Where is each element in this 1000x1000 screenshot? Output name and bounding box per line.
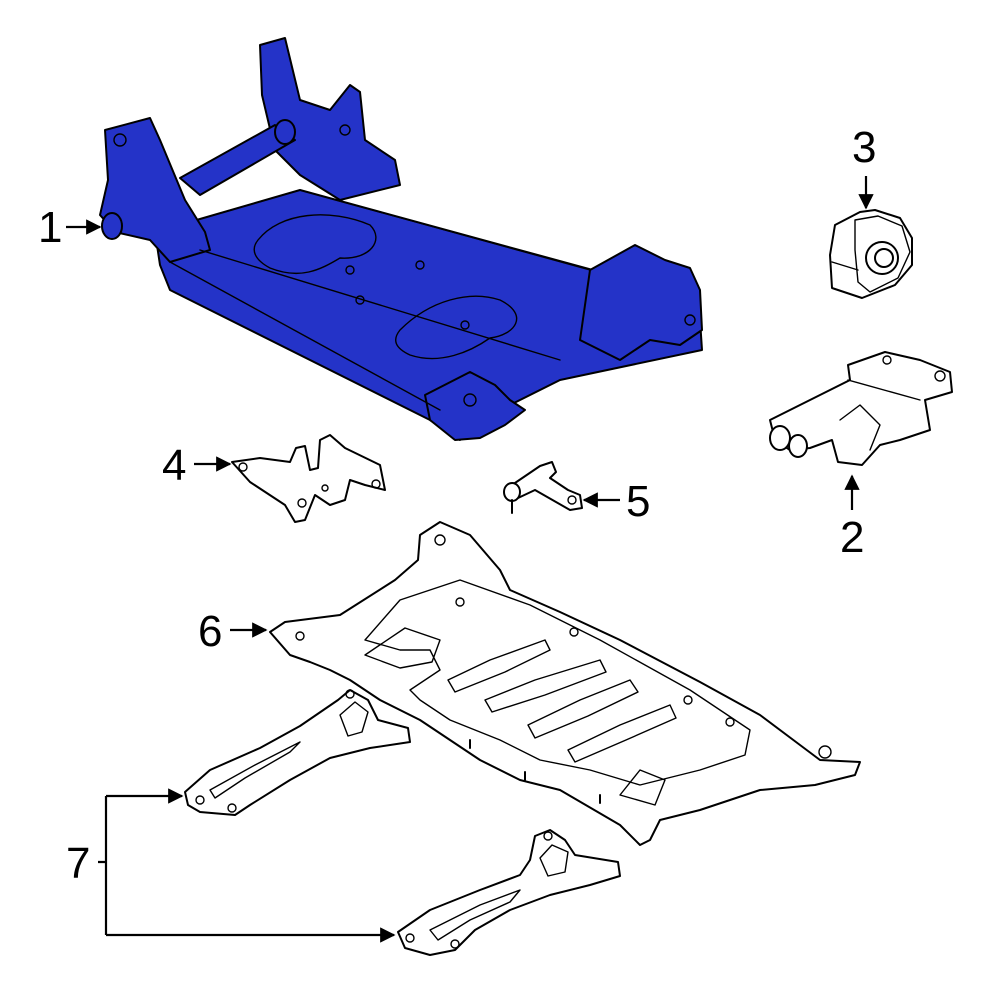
shield-hole [569,627,579,637]
skid-plate-lower-hole [543,831,553,841]
cradle-edge-line-2 [169,261,441,411]
cradle-tube-end [101,212,123,240]
mount-2-edge [847,379,921,401]
part-7-skid-plate-upper[interactable] [184,689,411,816]
shield-slot [364,627,441,669]
callout-1: 1 [38,203,62,252]
part-6-splash-shield[interactable] [269,521,861,846]
cradle-hole [460,320,470,330]
cradle-front-bracket [424,371,526,441]
skid-plate-lower-hole [405,933,415,943]
skid-plate-upper-hole [345,689,355,699]
callout-4: 4 [162,441,186,490]
part-5-link-bracket[interactable] [503,461,583,514]
skid-plate-upper-hole [227,803,237,813]
bracket-4-hole [371,479,381,489]
cradle-hole [339,124,351,136]
shield-outline [269,521,861,846]
skid-plate-upper-rib [209,741,301,799]
skid-plate-lower-rib [429,889,521,941]
shield-hole [818,745,832,759]
mount-2-hole [934,370,946,382]
cradle-panel-cutout-1 [253,214,377,275]
cradle-tube-end-top [274,119,296,145]
bracket-4-hole [321,484,329,492]
shield-slot [447,639,551,693]
mount-2-body [769,351,953,466]
cradle-right-rail [579,244,703,361]
mount-2-cylinder [788,434,808,458]
cradle-edge-line-3 [299,189,591,271]
shield-hole [434,534,446,546]
callout-6: 6 [198,607,222,656]
callout-7: 7 [66,839,90,888]
link-5-hole [567,495,577,505]
shield-hole [683,695,693,705]
bushing-face [854,215,911,293]
bracket-4-body [231,434,386,523]
mount-2-edge [839,404,881,451]
cradle-hole [463,393,477,407]
mount-2-cylinder [769,425,791,451]
shield-inner-panel [364,579,751,786]
cradle-rear-tower [259,37,401,201]
cradle-edge-line-1 [199,249,561,361]
bushing-hole [874,248,894,268]
cradle-hole [113,133,127,147]
skid-plate-upper-body [184,689,411,816]
part-4-bracket[interactable] [231,434,386,523]
cradle-hole [355,295,365,305]
skid-plate-lower-boss [539,844,569,877]
callout-5: 5 [626,477,650,526]
part-1-engine-cradle[interactable] [99,37,703,441]
shield-hole [295,631,305,641]
bracket-4-hole [297,498,307,508]
shield-hole [725,717,735,727]
skid-plate-lower-hole [450,939,460,949]
shield-slot [619,769,666,806]
shield-slot [484,659,607,713]
shield-slot [527,679,639,739]
link-5-ball [503,482,521,502]
cradle-left-rail [99,117,211,263]
link-5-arm [511,461,583,511]
shield-slot [567,704,677,763]
skid-plate-upper-hole [195,795,205,805]
skid-plate-lower-body [397,829,621,956]
part-7-skid-plate-lower[interactable] [397,829,621,956]
bracket-4-hole [238,462,248,472]
cradle-crossbar-tube [179,124,296,196]
cradle-hole [415,260,425,270]
cradle-panel-cutout-2 [394,295,518,360]
part-2-transmission-mount[interactable] [769,351,953,466]
cradle-hole [684,314,696,326]
callout-3: 3 [852,123,876,172]
cradle-hole [345,265,355,275]
mount-2-hole [882,355,892,365]
callout-2: 2 [840,513,864,562]
part-3-bushing[interactable] [829,209,913,299]
leader-7-bracket [98,796,108,935]
shield-hole [455,597,465,607]
bushing-edge [831,261,859,271]
skid-plate-upper-boss [339,701,369,737]
